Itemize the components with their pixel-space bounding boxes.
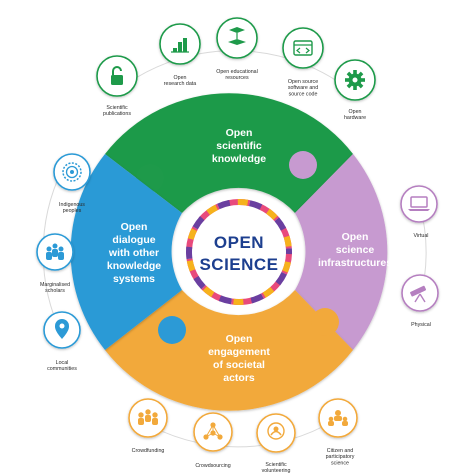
icon-label-line: resources: [225, 75, 249, 81]
label-line: of societal: [213, 359, 265, 371]
segment-right: [289, 151, 388, 350]
pattern-icon: [62, 162, 82, 182]
icon-circle: [282, 27, 324, 69]
icon-node-crowdfunding: Crowdfunding: [128, 398, 168, 454]
icon-label-line: Physical: [411, 322, 431, 328]
label-line: science: [336, 244, 375, 256]
network-icon: [203, 422, 223, 440]
label-line: Open: [121, 221, 148, 233]
icon-label-line: Marginalised: [40, 282, 70, 288]
padlock-icon: [111, 66, 123, 85]
label-line: Open: [342, 231, 369, 243]
icon-circle: [400, 185, 438, 223]
icon-label-line: Open: [349, 109, 362, 115]
icon-label-line: source code: [289, 91, 318, 97]
icon-label-line: Virtual: [414, 233, 429, 239]
icon-label-line: Scientific: [106, 105, 128, 111]
label-line: engagement: [208, 346, 270, 358]
label-line: dialogue: [112, 234, 155, 246]
icon-label-line: Citizen and: [327, 448, 354, 454]
location-icon: [55, 319, 69, 339]
icon-label-line: science: [331, 460, 349, 466]
icon-label-line: Scientific: [265, 462, 287, 468]
icon-label-line: Open source: [288, 79, 318, 85]
icon-label-line: research data: [164, 81, 196, 87]
code-window-icon: [293, 40, 313, 56]
center-title-line2: SCIENCE: [199, 255, 278, 274]
label-line: systems: [113, 273, 155, 285]
icon-label: Physical: [411, 322, 431, 328]
group-icon: [328, 410, 348, 426]
telescope-icon: [410, 285, 427, 303]
label-line: scientific: [216, 140, 262, 152]
label-line: knowledge: [212, 153, 266, 165]
icon-node-virtual: Virtual: [400, 185, 438, 239]
segment-left: [70, 154, 186, 350]
icon-label-line: hardware: [344, 115, 366, 121]
hands-icon: [267, 422, 285, 440]
label-line: infrastructures: [318, 257, 392, 269]
icon-label-line: publications: [103, 111, 131, 117]
icon-label-line: Crowdsourcing: [195, 463, 230, 469]
icon-label-line: Indigenous: [59, 202, 85, 208]
icon-circle: [256, 413, 296, 453]
label-line: knowledge: [107, 260, 161, 272]
center-ring: OPEN SCIENCE: [183, 196, 295, 308]
icon-label-line: participatory: [326, 454, 355, 460]
icon-label-line: Local: [56, 360, 69, 366]
crowd-icon: [138, 409, 158, 425]
icon-label-line: communities: [47, 366, 77, 372]
icon-label-line: peoples: [63, 208, 82, 214]
icon-label-line: software and: [288, 85, 318, 91]
center-title-line1: OPEN: [214, 233, 264, 252]
label-line: Open: [226, 333, 253, 345]
icon-label: Crowdsourcing: [195, 463, 230, 469]
icon-label: Crowdfunding: [132, 448, 165, 454]
bar-chart-icon: [171, 38, 189, 53]
label-line: with other: [108, 247, 159, 259]
icon-label: Virtual: [414, 233, 429, 239]
icon-node-physical: Physical: [401, 274, 439, 328]
graduation-book-icon: [228, 27, 246, 45]
icon-label-line: Open: [174, 75, 187, 81]
icon-node-crowdsourcing: Crowdsourcing: [193, 412, 233, 469]
icon-label-line: Crowdfunding: [132, 448, 165, 454]
icon-label-line: scholars: [45, 288, 65, 294]
people-icon: [46, 243, 64, 260]
laptop-icon: [408, 196, 430, 211]
gear-icon: [345, 70, 365, 90]
icon-label-line: Open educational: [216, 69, 258, 75]
label-line: Open: [226, 127, 253, 139]
icon-label-line: volunteering: [262, 468, 291, 474]
label-line: actors: [223, 372, 255, 384]
